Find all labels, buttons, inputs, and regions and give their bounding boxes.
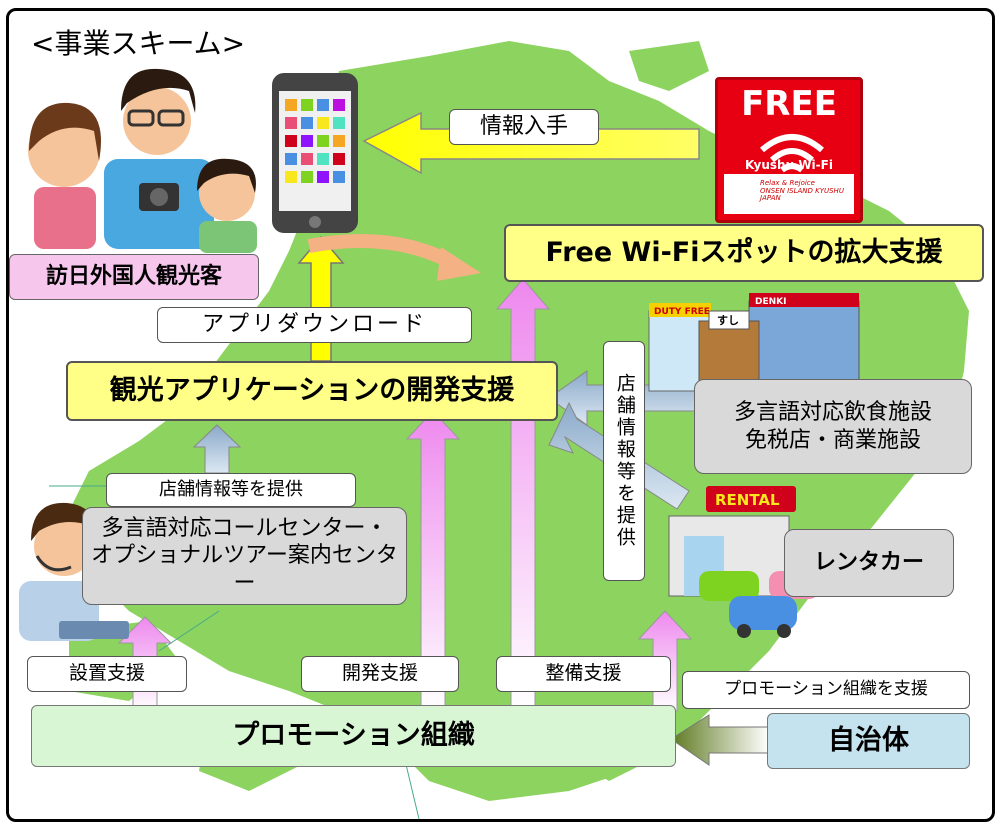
duty-free-sign: DUTY FREE [654, 307, 710, 317]
wifi-icon [760, 134, 824, 173]
page-title: <事業スキーム> [31, 26, 246, 60]
tourists-illustration [28, 68, 257, 253]
promo-org-box: プロモーション組織 [31, 705, 676, 767]
maintain-support-label: 整備支援 [496, 656, 671, 692]
restaurants-box: 多言語対応飲食施設 免税店・商業施設 [694, 379, 972, 474]
rental-illustration: RENTAL [668, 486, 819, 638]
relax-rejoice-text: Relax & Rejoice ONSEN ISLAND KYUSHU JAPA… [760, 179, 844, 203]
org-support-label: プロモーション組織を支援 [682, 671, 970, 709]
kyushu-wifi-text: Kyushu Wi-Fi [745, 158, 833, 172]
rental-sign: RENTAL [715, 491, 780, 509]
smartphone [272, 73, 358, 233]
shops-illustration: DUTY FREE DENKI すし [648, 293, 860, 392]
call-center-box: 多言語対応コールセンター・ オプショナルツアー案内センター [82, 507, 407, 605]
wifi-expand-box: Free Wi-Fiスポットの拡大支援 [504, 224, 984, 282]
sushi-sign: すし [717, 314, 739, 327]
operator-illustration [19, 502, 129, 641]
free-logo-text: FREE [741, 84, 837, 124]
store-info-label: 店舗情報等を提供 [106, 473, 356, 507]
store-info-vertical-label: 店舗情報等を提供 [603, 341, 645, 581]
setup-support-label: 設置支援 [27, 656, 187, 692]
rental-box: レンタカー [784, 529, 954, 597]
free-wifi-logo: FREE Kyushu Wi-Fi Relax & Rejoice ONSEN … [715, 77, 863, 223]
app-dev-box: 観光アプリケーションの開発支援 [66, 361, 558, 421]
curved-arrow [307, 234, 453, 268]
info-get-label: 情報入手 [449, 109, 599, 145]
app-download-label: アプリダウンロード [157, 307, 472, 343]
tourist-label: 訪日外国人観光客 [9, 254, 259, 300]
diagram-frame: DUTY FREE DENKI すし RENTAL [6, 8, 995, 822]
dev-support-label: 開発支援 [301, 656, 459, 692]
app-icons [285, 99, 345, 183]
denki-sign: DENKI [755, 297, 786, 307]
blue-arrow-up [192, 424, 242, 474]
onsen-island-badge: Relax & Rejoice ONSEN ISLAND KYUSHU JAPA… [724, 174, 854, 214]
local-gov-box: 自治体 [767, 713, 970, 769]
